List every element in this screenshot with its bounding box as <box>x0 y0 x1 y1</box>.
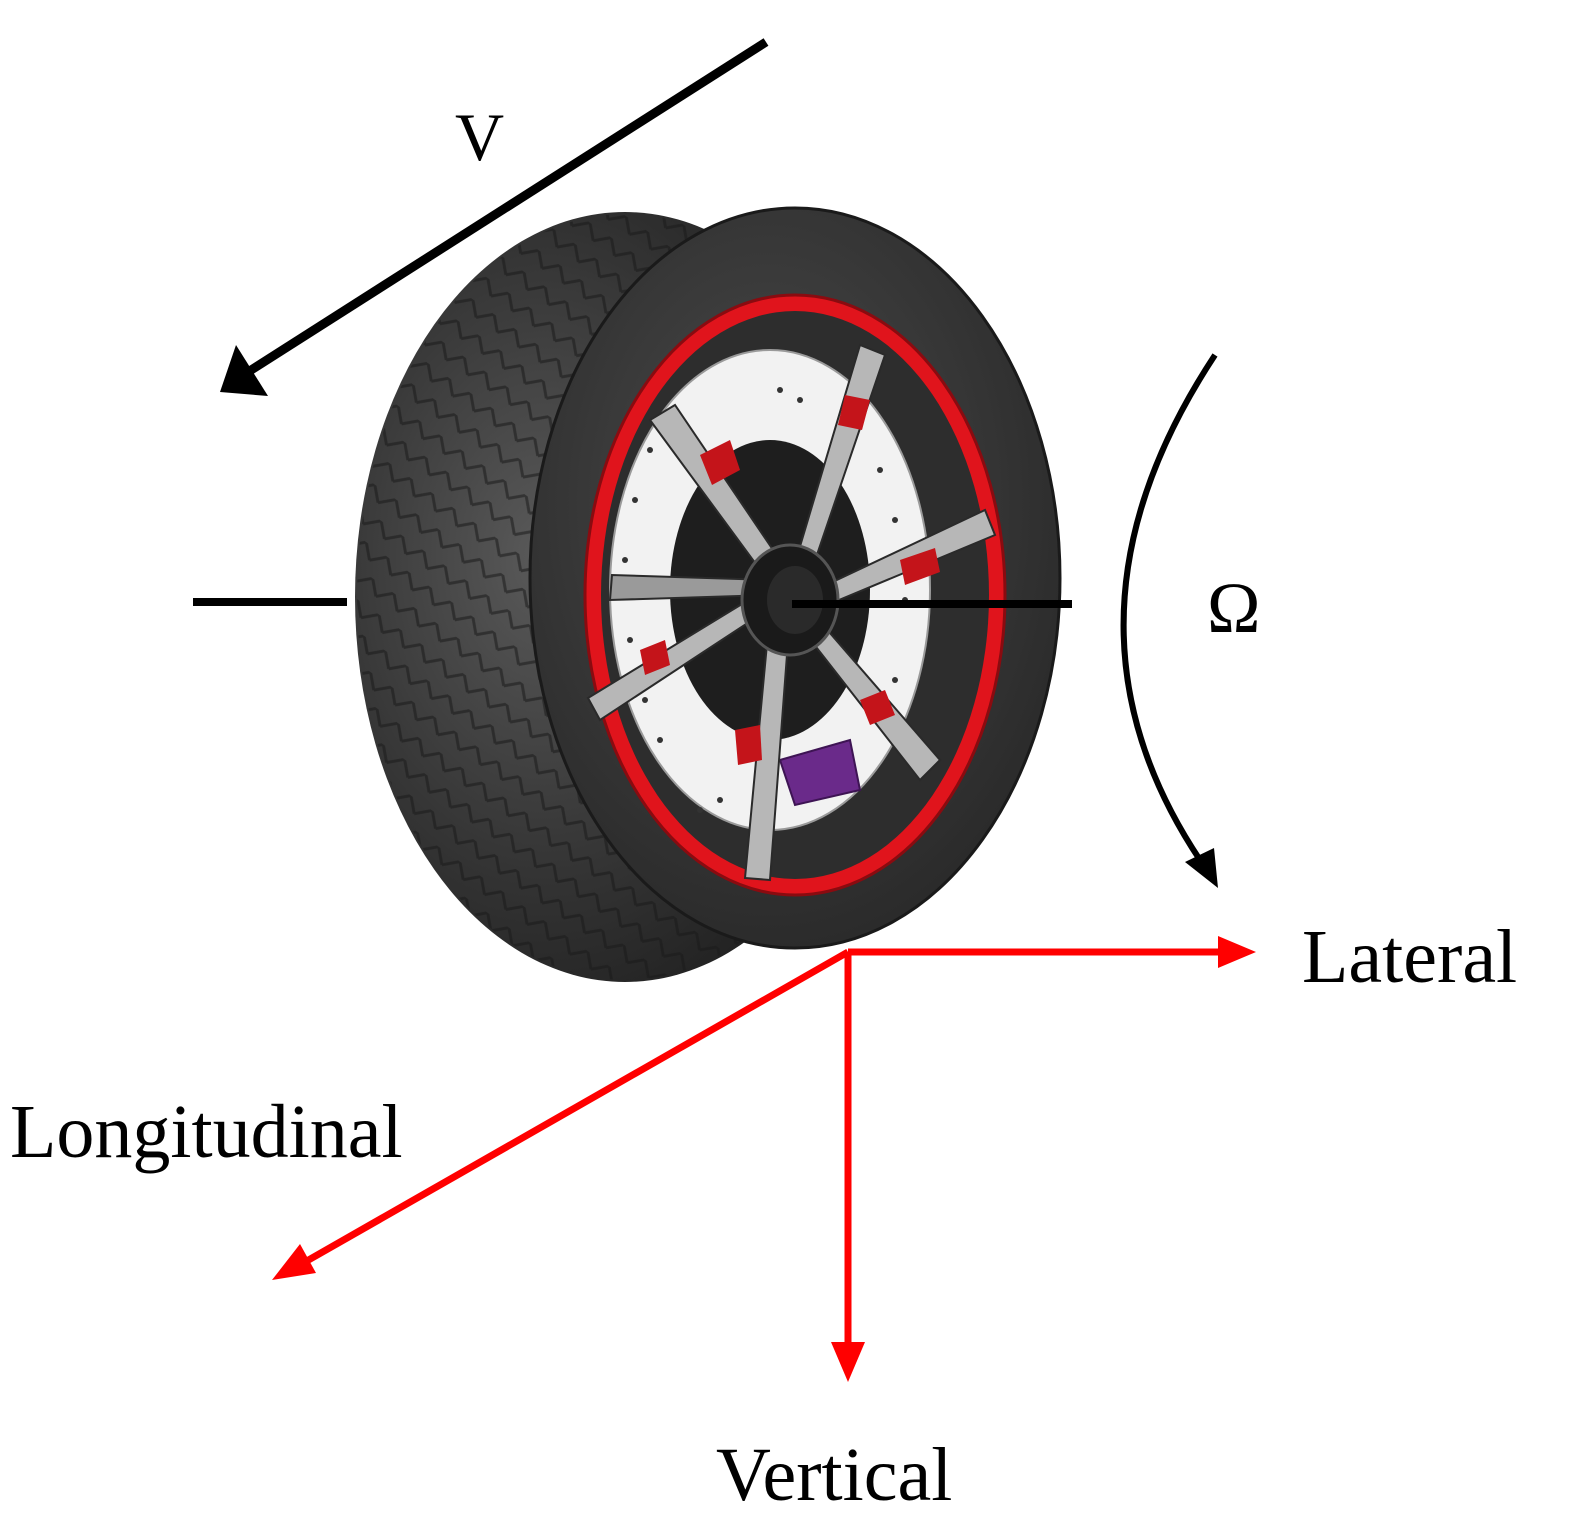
brake-caliper <box>778 738 862 807</box>
longitudinal-arrowhead <box>272 1244 316 1280</box>
rotation-arrowhead <box>1185 848 1218 888</box>
lateral-arrowhead <box>1218 936 1256 968</box>
vertical-label: Vertical <box>716 1433 952 1517</box>
longitudinal-axis <box>303 948 850 1266</box>
wheel-illustration <box>355 206 1062 982</box>
velocity-arrow <box>220 38 769 396</box>
velocity-label: V <box>455 99 504 175</box>
vertical-arrowhead <box>831 1342 865 1382</box>
angular-velocity-label: Ω <box>1207 568 1261 648</box>
lateral-label: Lateral <box>1302 915 1517 999</box>
velocity-arrowhead <box>220 345 268 396</box>
rotation-arrow <box>1120 353 1218 888</box>
longitudinal-label: Longitudinal <box>10 1090 403 1174</box>
coordinate-axes <box>272 936 1256 1382</box>
spoke-accents <box>640 395 940 765</box>
